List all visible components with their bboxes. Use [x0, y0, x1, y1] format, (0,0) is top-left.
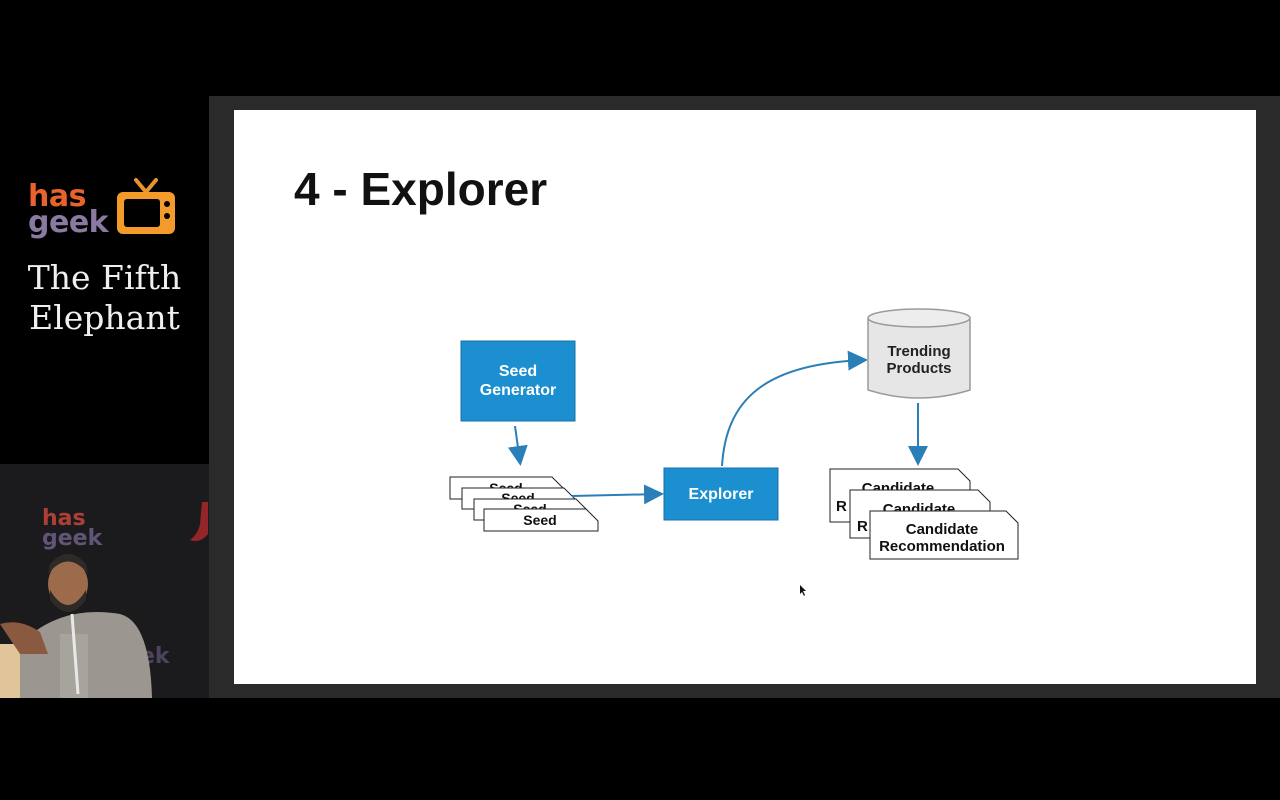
backdrop-text-geek: geek — [42, 526, 103, 551]
slide-title: 4 - Explorer — [294, 163, 548, 215]
candidate-hidden-letter: R — [836, 498, 847, 515]
mouse-cursor-icon — [800, 585, 806, 596]
candidate-document-stack: Candidate R Candidate R Candidate Recomm… — [829, 468, 1019, 560]
candidate-document: Candidate Recommendation — [869, 510, 1019, 560]
speaker-video-feed: has geek ek — [0, 464, 209, 698]
candidate-front-label-line1: Candidate — [906, 521, 979, 538]
seed-label: Seed — [523, 512, 556, 528]
seed-document: Seed — [483, 508, 599, 532]
logo-text-has: has — [28, 179, 86, 214]
event-branding-panel — [0, 96, 209, 464]
trending-products-database: Trending Products — [867, 308, 971, 399]
explorer-label: Explorer — [689, 486, 754, 503]
explorer-node: Explorer — [663, 467, 779, 521]
presentation-slide: 4 - Explorer Seed Generator Seed Seed — [234, 110, 1256, 684]
event-title-line1: The Fifth — [27, 258, 182, 297]
seed-document-stack: Seed Seed Seed Seed — [449, 476, 599, 532]
candidate-hidden-letter: R — [857, 518, 868, 535]
logo-text-geek: geek — [28, 205, 109, 240]
trending-label-line2: Products — [886, 360, 951, 377]
seed-generator-node: Seed Generator — [460, 340, 576, 422]
explorer-flow-diagram: Seed Generator Seed Seed Seed Seed — [449, 308, 1019, 560]
seed-generator-label-line2: Generator — [480, 382, 556, 399]
candidate-front-label-line2: Recommendation — [879, 538, 1005, 555]
tv-icon — [117, 178, 175, 234]
backdrop-text-has: has — [42, 506, 86, 531]
speaker-figure — [0, 554, 152, 698]
seed-generator-label-line1: Seed — [499, 363, 537, 380]
event-title-line2: Elephant — [29, 298, 180, 337]
arrow-generator-to-seeds — [507, 425, 528, 466]
arrow-seeds-to-explorer — [571, 484, 664, 505]
backdrop-accent — [190, 502, 208, 542]
arrow-explorer-to-trending — [721, 350, 868, 467]
trending-label-line1: Trending — [887, 343, 950, 360]
